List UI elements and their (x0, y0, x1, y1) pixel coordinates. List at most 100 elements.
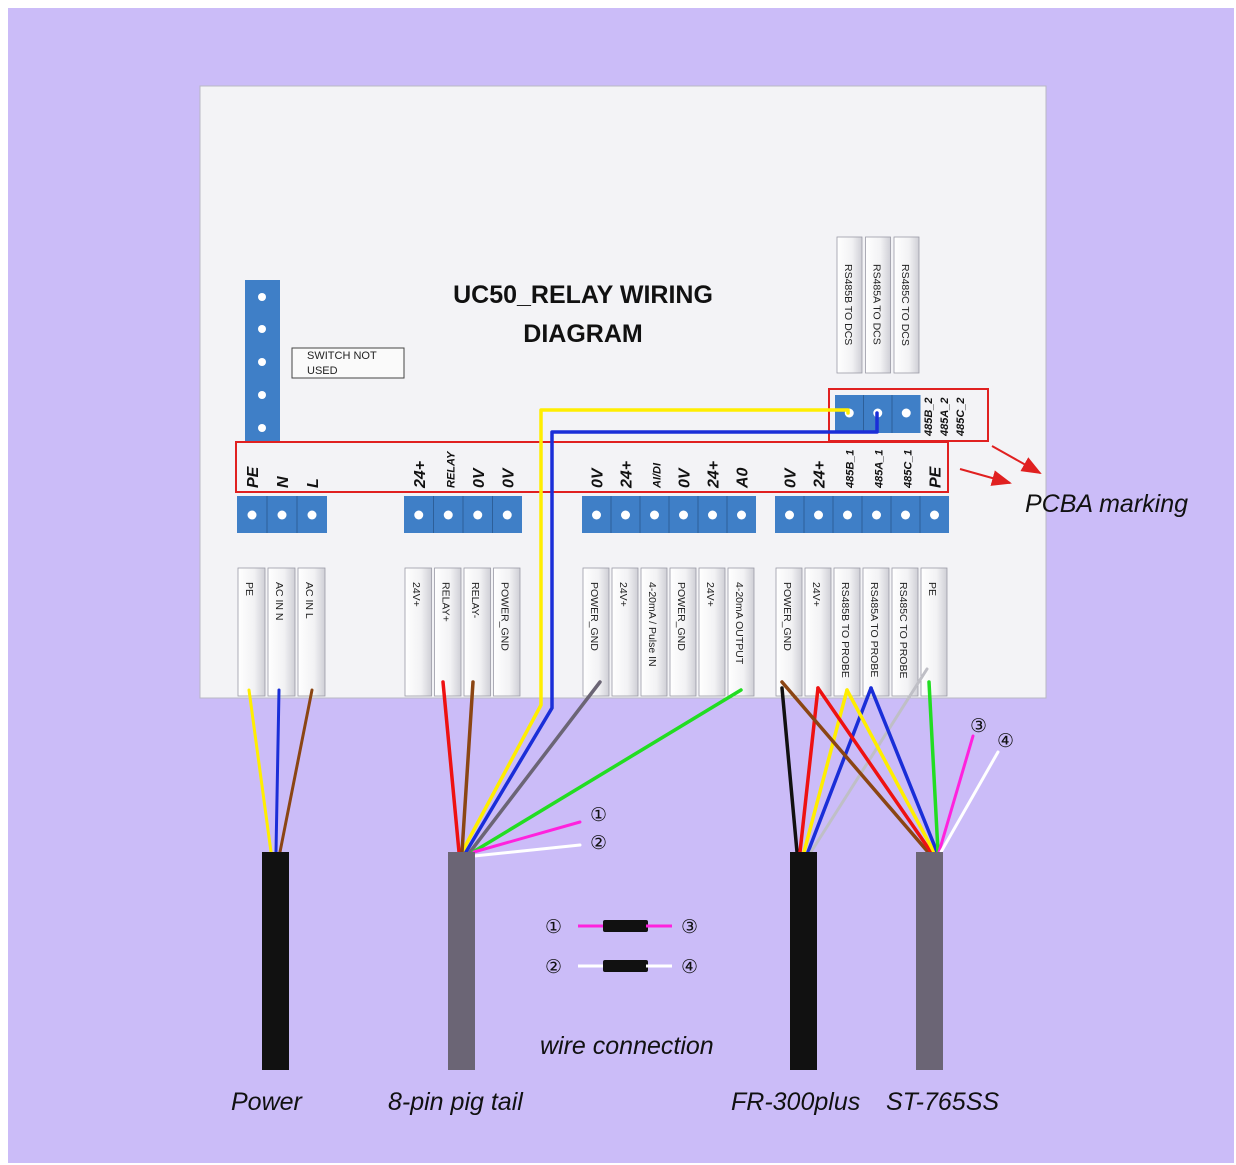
cable-sheaths (262, 852, 943, 1070)
wire-strip (775, 567, 803, 697)
pin-label: 24+ (619, 461, 636, 489)
strip-label: POWER_GND (781, 582, 793, 651)
switch-block (245, 280, 280, 443)
wire-strip (727, 567, 755, 697)
pin-label: 24+ (412, 461, 429, 489)
switch-note-line1: SWITCH NOT (307, 350, 377, 362)
wire-strip (463, 567, 491, 697)
wire-strip (640, 567, 668, 697)
wire-st765-yellow (845, 688, 936, 854)
pin-label: 0V (500, 467, 517, 488)
terminal-screw (901, 408, 911, 418)
wire-strip (698, 567, 726, 697)
terminal-screw (737, 510, 746, 520)
wire-pigtail-brown-relay (460, 680, 475, 854)
pin-label: L (305, 478, 322, 488)
pcba-arrow-lower (959, 468, 1012, 486)
terminal-screw (502, 510, 512, 520)
wire-strip (611, 567, 639, 697)
legend-mark-3: ③ (681, 916, 698, 938)
wire-strip (434, 567, 462, 697)
pin-label: 485A_1 (874, 449, 886, 489)
wire-connection-label: wire connection (540, 1032, 714, 1060)
wire-pigtail-red-relay (441, 680, 461, 854)
dcs-wire-strip (893, 236, 920, 374)
mark-4-st765: ④ (997, 730, 1014, 752)
wire-pigtail-gray-gnd (468, 680, 602, 854)
cable-fr300-sheath (790, 852, 817, 1070)
wire-power-l-brown (278, 688, 314, 854)
wire-strip (297, 567, 326, 697)
cable-power-sheath (262, 852, 289, 1070)
dcs-strip-label: RS485B TO DCS (842, 264, 854, 345)
mark-3-st765: ③ (970, 715, 987, 737)
wire-strip (891, 567, 919, 697)
strip-label: PE (243, 582, 255, 596)
cable-st765-sheath (916, 852, 943, 1070)
wire-st765-blue (869, 686, 939, 854)
wire-st765-red (816, 686, 933, 854)
wire-pigtail-white-2 (472, 843, 582, 858)
wire-strip (493, 567, 521, 697)
pin-label: PE (928, 465, 945, 488)
pcba-marking-frame-dcs (828, 388, 989, 442)
terminal-screw (650, 510, 659, 520)
legend-splice-2 (603, 960, 648, 972)
strip-label: POWER_GND (588, 582, 600, 651)
strip-label: POWER_GND (675, 582, 687, 651)
switch-dot (258, 358, 266, 366)
switch-note: SWITCH NOT USED (291, 347, 405, 379)
switch-dot (258, 424, 266, 432)
terminal-screw (307, 510, 317, 520)
wire-st765-magenta-3 (937, 734, 975, 854)
terminal-screw (473, 510, 483, 520)
legend-mark-1: ① (545, 916, 562, 938)
cable-label-st765: ST-765SS (886, 1088, 999, 1116)
wire-st765-brown (780, 680, 930, 854)
strip-label: 24V+ (410, 582, 422, 607)
strip-label: RELAY- (469, 582, 481, 619)
pcba-marking-label: PCBA marking (1025, 490, 1188, 518)
wire-power-pe-yellow (247, 688, 273, 854)
dcs-wire-strip (865, 236, 891, 374)
wire-strip (862, 567, 890, 697)
wire-pigtail-blue-485a2 (464, 411, 879, 854)
dcs-pin-label: 485C_2 (955, 397, 967, 437)
dcs-pin-label: 485B_2 (923, 397, 935, 437)
terminal-screw (621, 510, 630, 520)
cable-label-fr300: FR-300plus (731, 1088, 860, 1116)
pin-label: AI/DI (652, 462, 664, 489)
terminal-screw (443, 510, 453, 520)
switch-note-line2: USED (307, 365, 338, 377)
wire-fr300-black (780, 686, 799, 854)
wire-pigtail-green-ao (471, 688, 743, 854)
mark-1-pigtail: ① (590, 804, 607, 826)
dcs-wire-strip (836, 236, 863, 374)
pin-label: 24+ (706, 461, 723, 489)
dcs-pin-label: 485A_2 (939, 397, 951, 437)
legend-mark-4: ④ (681, 956, 698, 978)
pcba-arrow-upper (991, 445, 1042, 474)
strip-label: 24V+ (617, 582, 629, 607)
strip-label: RS485C TO PROBE (897, 582, 909, 678)
strip-label: PE (926, 582, 938, 596)
cable-label-pigtail: 8-pin pig tail (388, 1088, 524, 1116)
wires (247, 408, 1000, 858)
wire-strip (404, 567, 432, 697)
diagram-title-line1: UC50_RELAY WIRING (453, 281, 713, 309)
pcba-marking-frame-main (235, 441, 949, 493)
terminal-screw (843, 510, 852, 520)
cable-label-power: Power (231, 1088, 304, 1116)
cable-pigtail-sheath (448, 852, 475, 1070)
legend-splice-1 (603, 920, 648, 932)
strip-label: 4-20mA OUTPUT (733, 582, 745, 665)
pin-label: A0 (735, 467, 752, 489)
